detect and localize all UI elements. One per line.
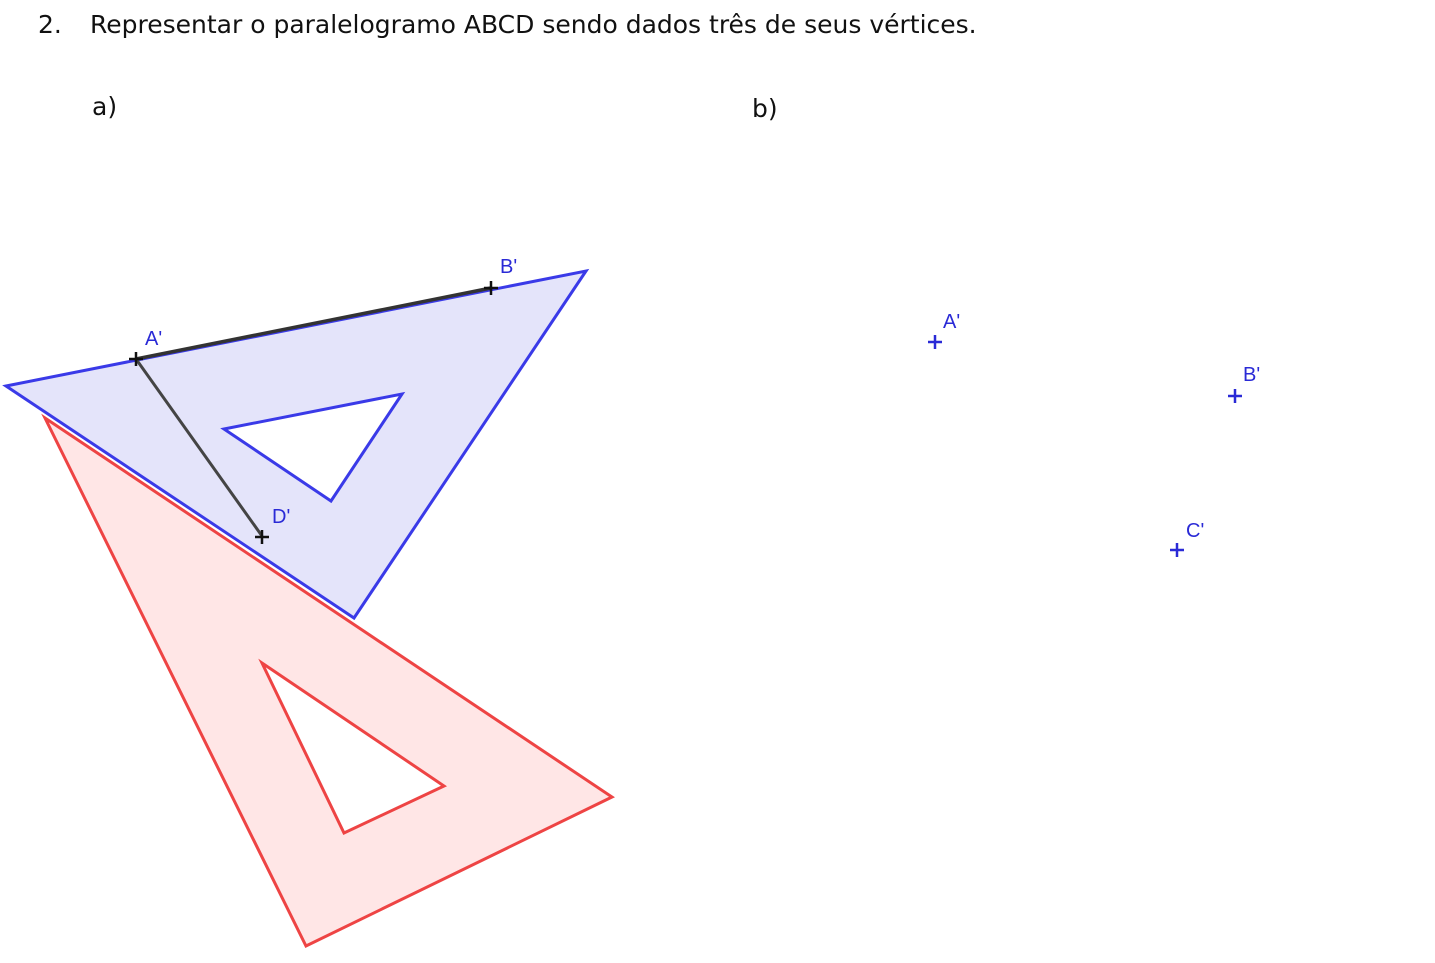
segment-a-b (135, 286, 492, 361)
question-text: Representar o paralelogramo ABCD sendo d… (90, 10, 977, 39)
point-a-label-part-a: A' (145, 328, 162, 350)
part-b-label: b) (752, 94, 778, 123)
blue-set-square (2, 268, 590, 621)
point-b-label-part-b: B' (1243, 364, 1260, 386)
question-number: 2. (38, 10, 62, 39)
point-b-marker-part-a (484, 281, 498, 295)
part-a-label: a) (92, 92, 118, 121)
point-b-label-part-a: B' (500, 256, 517, 278)
point-c-label-part-b: C' (1186, 520, 1204, 542)
point-d-label-part-a: D' (272, 506, 290, 528)
red-set-square (41, 413, 616, 949)
point-b-marker-part-b (1228, 389, 1242, 403)
segment-a-d (134, 358, 264, 537)
point-a-marker-part-a (129, 352, 143, 366)
point-a-label-part-b: A' (943, 311, 960, 333)
point-d-marker-part-a (255, 530, 269, 544)
point-c-marker-part-b (1170, 543, 1184, 557)
question-heading: 2. Representar o paralelogramo ABCD sendo… (38, 10, 977, 39)
point-a-marker-part-b (928, 335, 942, 349)
